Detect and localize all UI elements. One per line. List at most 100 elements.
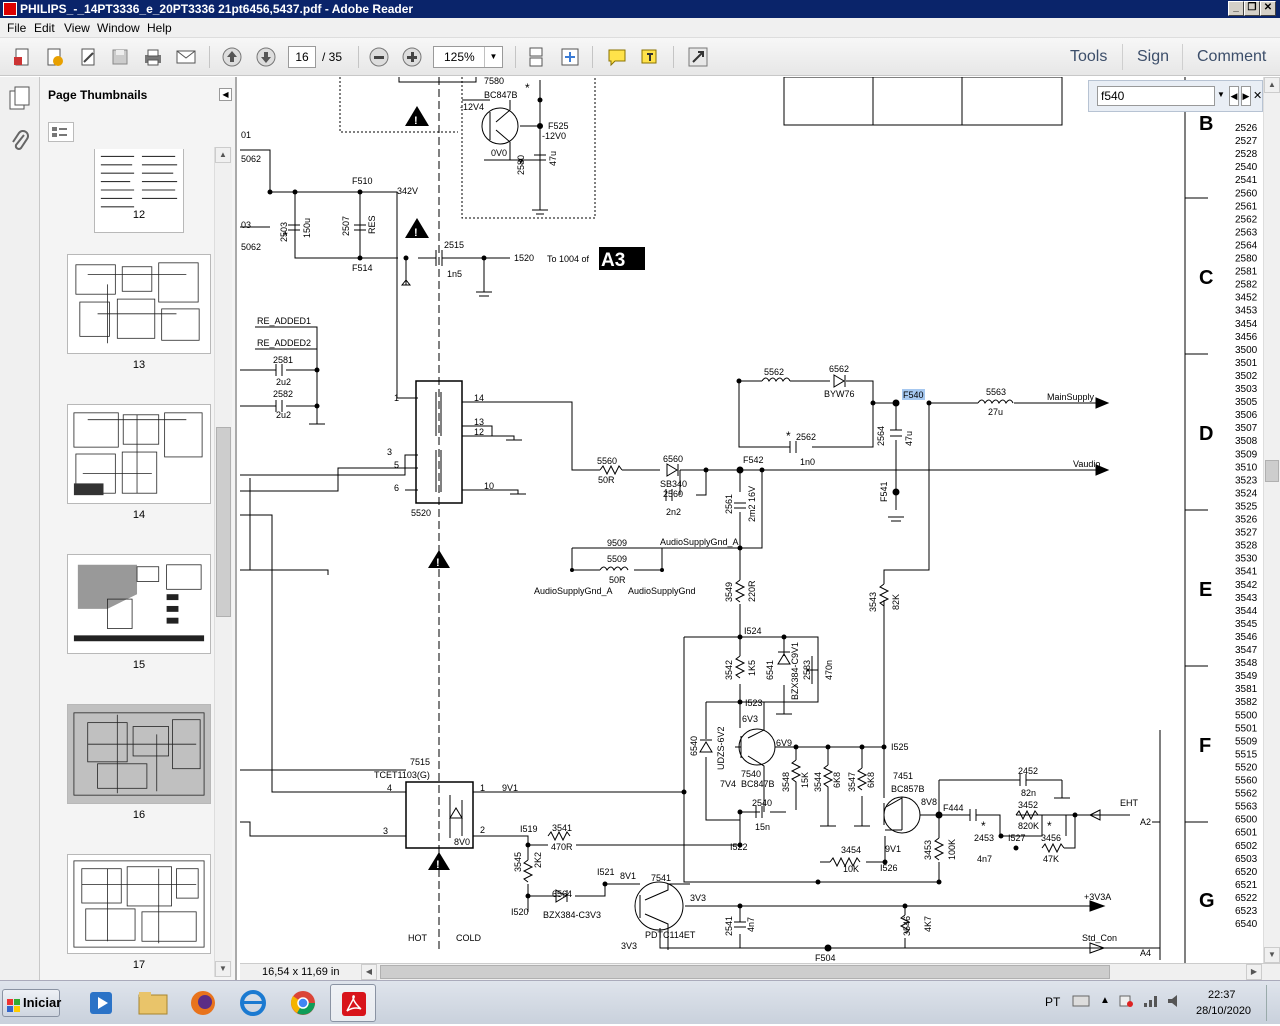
show-desktop-button[interactable] <box>1266 985 1276 1021</box>
thumbnail-page-16[interactable] <box>67 704 211 804</box>
scroll-up-icon[interactable]: ▲ <box>1264 77 1280 93</box>
schematic-label: 220R <box>747 580 757 602</box>
zoom-out-icon[interactable] <box>367 45 391 69</box>
action-center-icon[interactable] <box>1118 994 1134 1011</box>
schematic-label: 2580 <box>516 155 526 175</box>
close-button[interactable]: ✕ <box>1260 1 1276 16</box>
zoom-in-icon[interactable] <box>400 45 424 69</box>
scroll-left-icon[interactable]: ◀ <box>361 964 377 980</box>
menu-file[interactable]: File <box>7 21 27 35</box>
index-ref: 3452 <box>1235 293 1258 304</box>
file-explorer-icon[interactable] <box>130 984 176 1022</box>
menu-edit[interactable]: Edit <box>34 21 55 35</box>
thumbnail-page-13[interactable] <box>67 254 211 354</box>
find-next-icon[interactable]: ▶ <box>1241 86 1251 106</box>
schematic-label: 4 <box>387 783 392 793</box>
collapse-panel-icon[interactable]: ◀ <box>219 88 232 101</box>
schematic-label: 3453 <box>923 840 933 860</box>
index-ref: 6521 <box>1235 880 1258 891</box>
menu-bar: File Edit View Window Help <box>0 18 1280 38</box>
edit-pdf-icon[interactable] <box>76 45 100 69</box>
clock-date[interactable]: 28/10/2020 <box>1196 1005 1252 1017</box>
menu-help[interactable]: Help <box>147 21 172 35</box>
thumbnail-page-12[interactable] <box>94 149 184 233</box>
schematic-label: 13 <box>474 417 484 427</box>
scroll-thumb[interactable] <box>216 427 231 617</box>
document-view[interactable]: !!!! 7580 BC847B -12V4 0V0 F525 -12V0 25… <box>240 77 1263 963</box>
schematic-label: 5560 <box>597 456 617 466</box>
scroll-right-icon[interactable]: ▶ <box>1246 964 1262 980</box>
attachments-icon[interactable] <box>10 129 30 158</box>
zoom-level-select[interactable]: 125%▼ <box>433 46 503 68</box>
schematic-label: 10K <box>843 864 859 874</box>
find-input[interactable]: f540 <box>1097 86 1215 106</box>
close-find-icon[interactable]: ✕ <box>1253 90 1263 102</box>
comment-button[interactable]: Comment <box>1197 48 1267 65</box>
adobe-reader-taskbar-icon[interactable] <box>330 984 376 1022</box>
find-previous-icon[interactable]: ◀ <box>1229 86 1239 106</box>
thumbnail-label: 16 <box>132 809 146 821</box>
clock-time[interactable]: 22:37 <box>1208 989 1236 1001</box>
schematic-label: A3 <box>601 250 625 271</box>
index-ref: 2560 <box>1235 188 1258 199</box>
show-hidden-icons-icon[interactable]: ▲ <box>1100 995 1110 1006</box>
volume-icon[interactable] <box>1166 994 1184 1011</box>
minimize-button[interactable]: _ <box>1228 1 1244 16</box>
index-ref: 5563 <box>1235 802 1258 813</box>
index-ref: 5515 <box>1235 749 1258 760</box>
scroll-down-icon[interactable]: ▼ <box>215 961 231 977</box>
schematic-label: 0V0 <box>491 148 507 158</box>
chevron-down-icon[interactable]: ▼ <box>484 47 502 67</box>
index-ref: 3581 <box>1235 684 1258 695</box>
thumbnail-page-17[interactable] <box>67 854 211 954</box>
save-icon[interactable] <box>108 45 132 69</box>
next-page-icon[interactable] <box>254 45 278 69</box>
print-icon[interactable] <box>141 45 165 69</box>
horizontal-scroll-thumb[interactable] <box>380 965 1110 979</box>
media-player-icon[interactable] <box>78 984 124 1022</box>
index-ref: 6522 <box>1235 893 1258 904</box>
thumbnail-page-14[interactable] <box>67 404 211 504</box>
thumbnail-options-button[interactable] <box>48 122 74 142</box>
comment-note-icon[interactable] <box>605 45 629 69</box>
scrolling-mode-icon[interactable] <box>524 45 548 69</box>
menu-window[interactable]: Window <box>97 21 140 35</box>
language-indicator[interactable]: PT <box>1045 995 1061 1009</box>
chrome-icon[interactable] <box>280 984 326 1022</box>
sign-button[interactable]: Sign <box>1137 48 1170 65</box>
schematic-label: 820K <box>1018 821 1039 831</box>
scroll-up-icon[interactable]: ▲ <box>215 147 231 163</box>
document-scrollbar[interactable]: ▲ ▼ <box>1263 77 1280 963</box>
thumbnail-page-15[interactable] <box>67 554 211 654</box>
firefox-icon[interactable] <box>180 984 226 1022</box>
internet-explorer-icon[interactable] <box>230 984 276 1022</box>
page-number-input[interactable]: 16 <box>288 46 316 68</box>
scroll-thumb[interactable] <box>1265 460 1279 482</box>
keyboard-icon[interactable] <box>1072 994 1090 1011</box>
network-icon[interactable] <box>1142 994 1160 1011</box>
start-button[interactable]: Iniciar <box>2 989 61 1017</box>
index-ref: 3548 <box>1235 658 1258 669</box>
thumbnail-scrollbar[interactable]: ▲ ▼ <box>214 147 232 977</box>
schematic-label: 6V9 <box>776 738 792 748</box>
page-thumbnails-icon[interactable] <box>8 85 32 114</box>
index-ref: 2564 <box>1235 240 1258 251</box>
fit-page-icon[interactable] <box>558 45 582 69</box>
maximize-button[interactable]: ❐ <box>1244 1 1260 16</box>
email-icon[interactable] <box>174 45 198 69</box>
highlight-text-icon[interactable] <box>638 45 662 69</box>
create-pdf-icon[interactable] <box>10 45 34 69</box>
find-options-icon[interactable]: ▼ <box>1217 90 1225 99</box>
schematic-label: 9V1 <box>502 783 518 793</box>
index-ref: 3507 <box>1235 423 1258 434</box>
full-screen-icon[interactable] <box>686 45 710 69</box>
scroll-down-icon[interactable]: ▼ <box>1264 947 1280 963</box>
tools-button[interactable]: Tools <box>1070 48 1108 65</box>
previous-page-icon[interactable] <box>220 45 244 69</box>
export-pdf-icon[interactable] <box>42 45 66 69</box>
schematic-label: F510 <box>352 176 373 186</box>
svg-text:*: * <box>519 157 524 171</box>
schematic-page: !!!! 7580 BC847B -12V4 0V0 F525 -12V0 25… <box>240 77 1258 963</box>
menu-view[interactable]: View <box>64 21 90 35</box>
index-ref: 3544 <box>1235 606 1258 617</box>
